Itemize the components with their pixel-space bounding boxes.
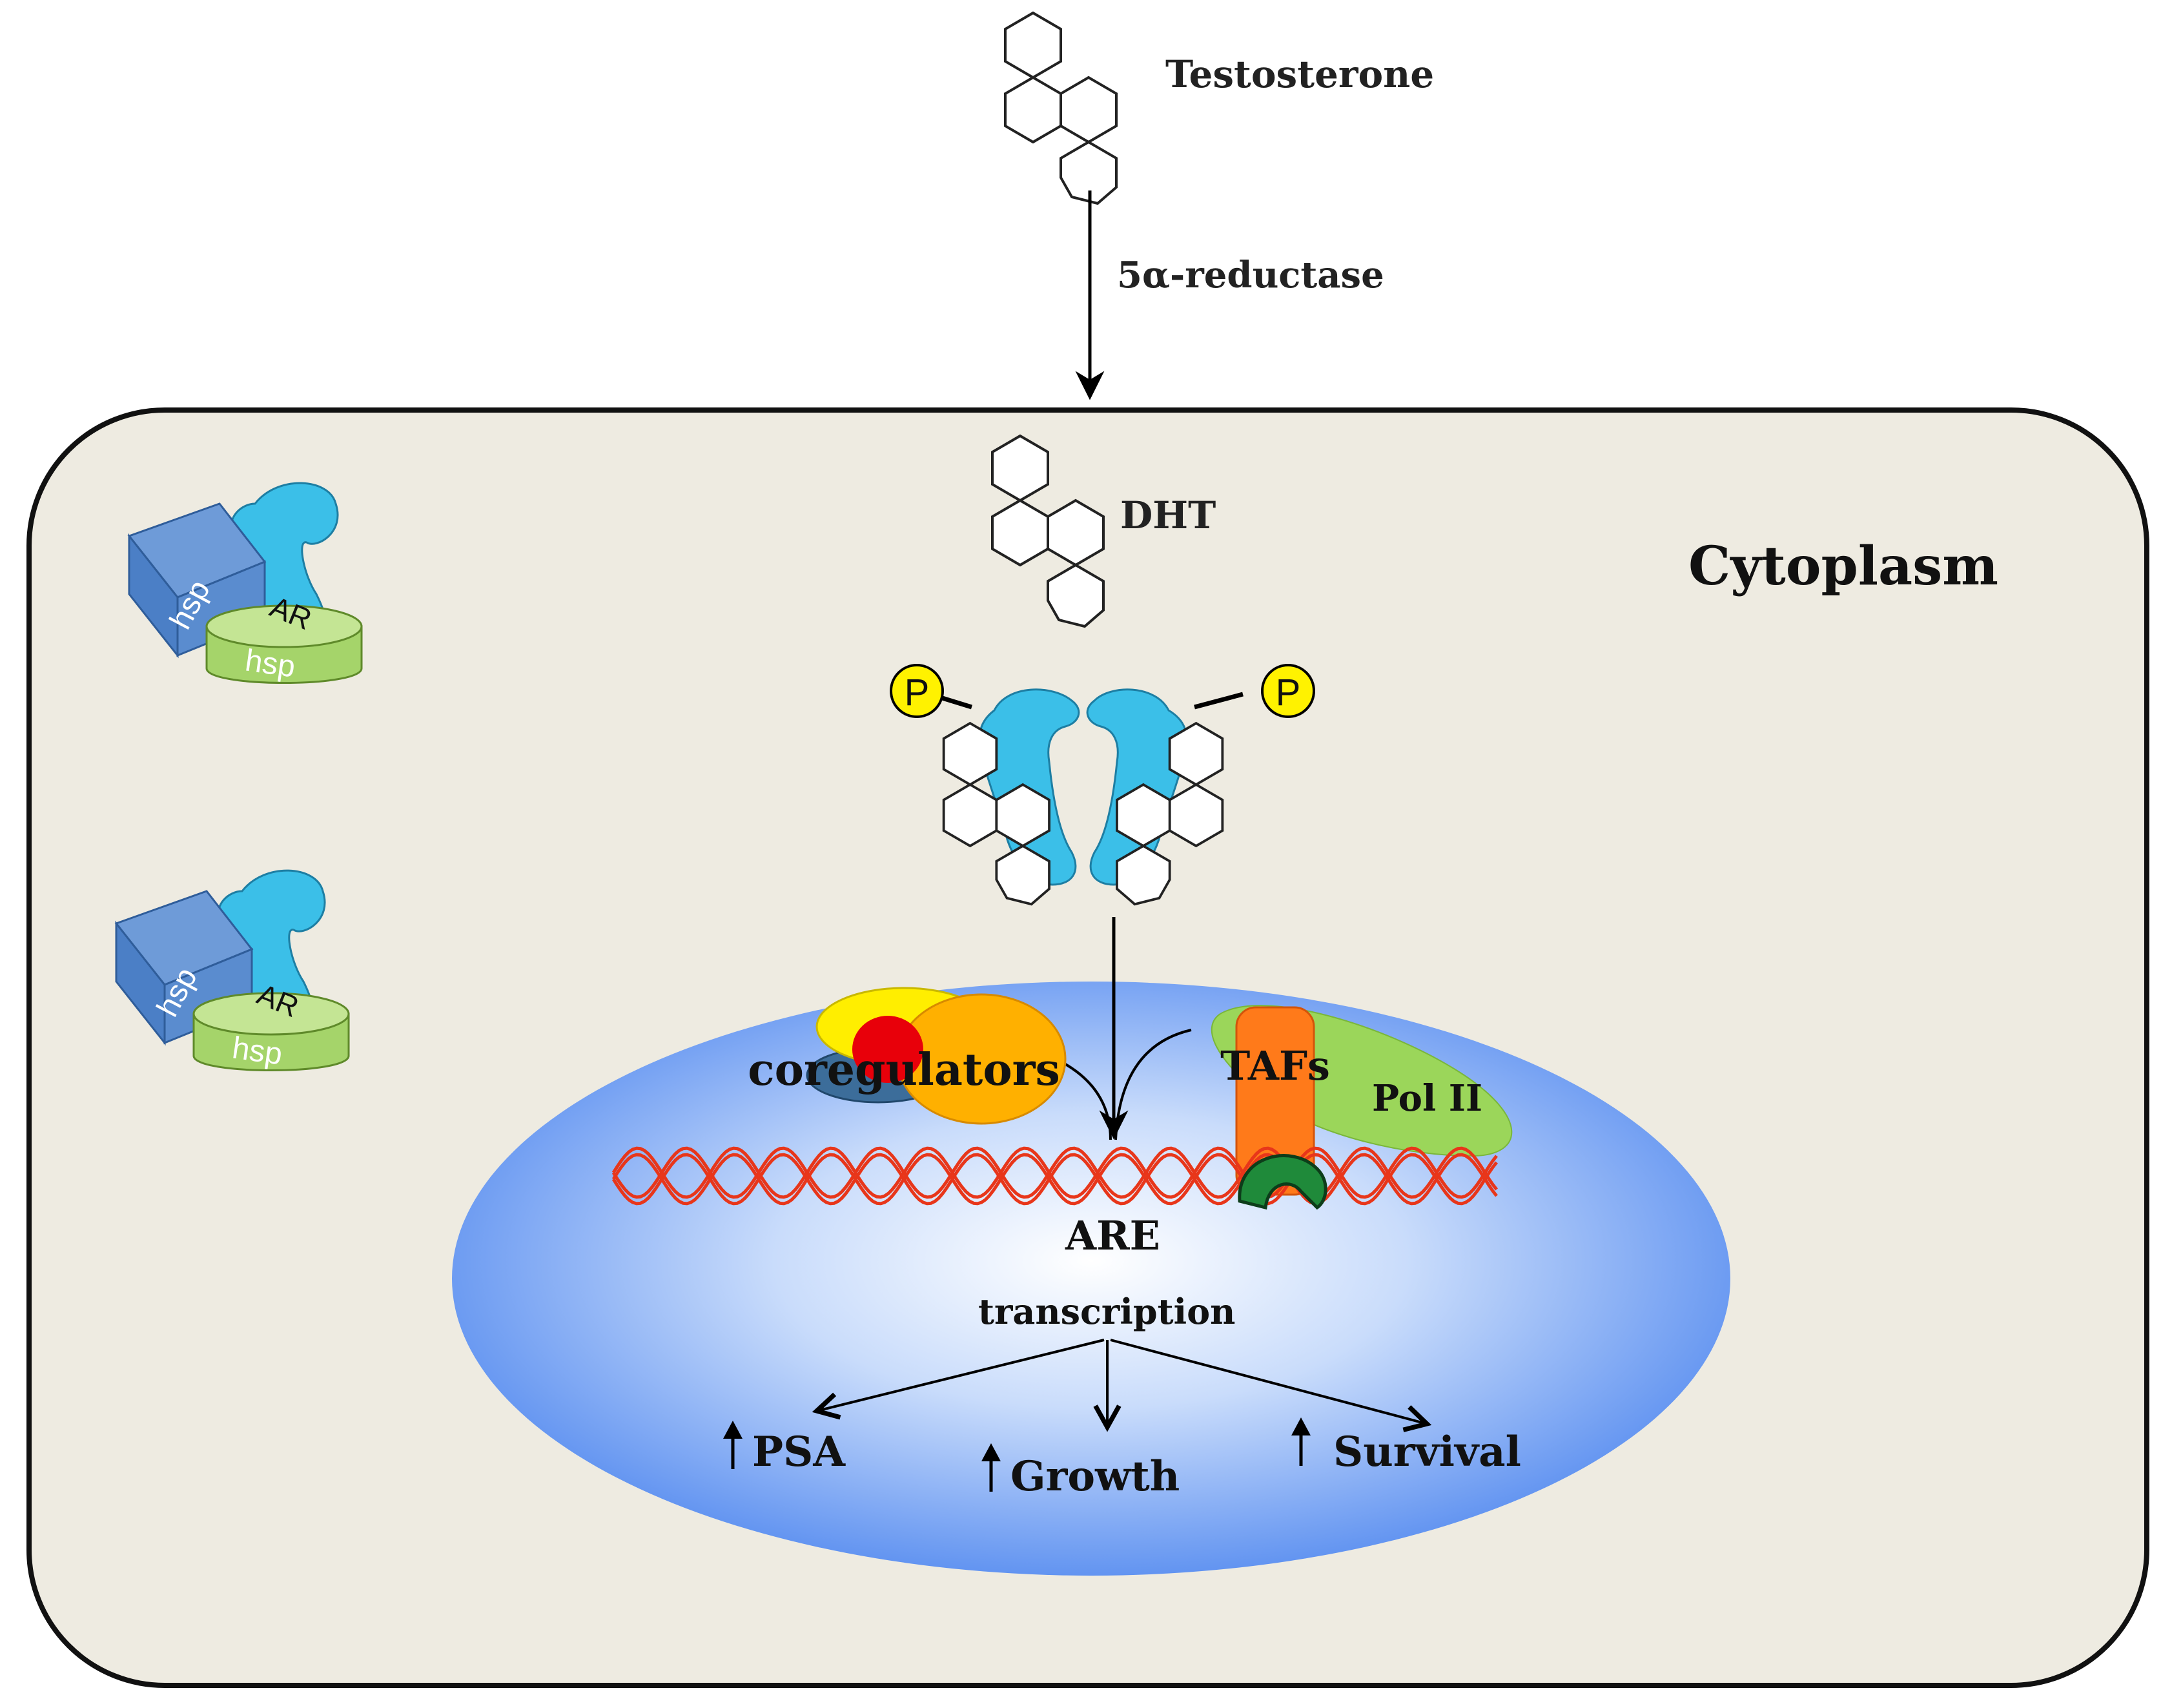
- phosphate-right: [1261, 664, 1315, 718]
- survival-arrow: [1110, 1339, 1427, 1424]
- survival-label: Survival: [1333, 1428, 1521, 1476]
- outcome-growth: Growth: [981, 1443, 1180, 1501]
- pol2-clamp: [1238, 1154, 1327, 1210]
- coregulators-label: coregulators: [748, 1044, 1060, 1096]
- outcome-survival: Survival: [1291, 1417, 1521, 1476]
- cytoplasm-label: Cytoplasm: [1688, 535, 1998, 597]
- phosphate-left: [890, 664, 944, 718]
- coregulators-complex: coregulators: [748, 987, 1067, 1125]
- reductase-label: 5α-reductase: [1117, 254, 1384, 296]
- testosterone-label: Testosterone: [1165, 52, 1434, 96]
- svg-text:hsp: hsp: [230, 1031, 284, 1071]
- pol2-complex: Pol II TAFs: [1211, 1005, 1513, 1196]
- ar-hsp-complex-1: hsp hsp AR: [127, 482, 363, 684]
- ar-dimer: P P: [890, 664, 1315, 906]
- psa-label: PSA: [752, 1428, 846, 1476]
- outcome-psa: PSA: [723, 1421, 846, 1476]
- are-label: ARE: [1065, 1212, 1160, 1259]
- growth-label: Growth: [1010, 1452, 1180, 1501]
- hsp-drum: hsp: [205, 604, 363, 684]
- pol2-label: Pol II: [1372, 1077, 1482, 1120]
- dht-label: DHT: [1120, 493, 1216, 537]
- hsp-drum: hsp: [192, 992, 350, 1072]
- psa-arrow: [817, 1339, 1105, 1411]
- svg-text:hsp: hsp: [243, 643, 297, 684]
- ar-hsp-complex-2: hsp hsp AR: [114, 869, 350, 1072]
- ar-monomer-left: P: [890, 664, 1080, 906]
- hsp-box: hsp: [127, 502, 267, 659]
- svg-text:P: P: [1276, 672, 1301, 714]
- hsp-box: hsp: [114, 890, 254, 1046]
- ar-monomer-right: P: [1086, 664, 1315, 906]
- testosterone-molecule: [1004, 12, 1118, 205]
- dna-helix: [611, 1146, 1498, 1206]
- tafs-label: TAFs: [1220, 1042, 1330, 1089]
- pol2-recruit-curve: [1114, 1029, 1192, 1140]
- transcription-label: transcription: [978, 1291, 1235, 1332]
- svg-text:P: P: [905, 672, 930, 714]
